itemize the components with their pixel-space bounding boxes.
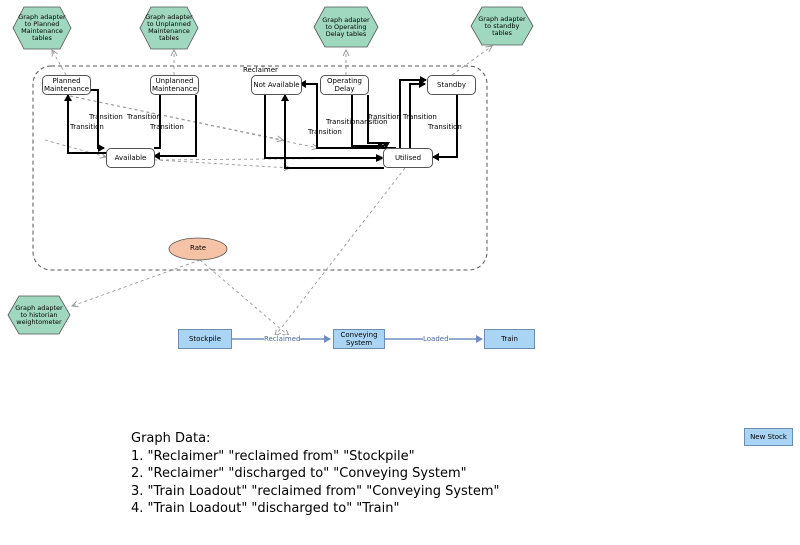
notes-line: 4. "Train Loadout" "discharged to" "Trai… — [131, 501, 400, 516]
stockpile-box[interactable]: Stockpile — [178, 329, 232, 349]
state-utilised[interactable]: Utilised — [383, 148, 433, 168]
state-not-available[interactable]: Not Available — [251, 75, 302, 95]
state-standby[interactable]: Standby — [427, 75, 476, 95]
state-planned-maintenance[interactable]: Planned Maintenance — [42, 75, 91, 95]
notes-line: 2. "Reclaimer" "discharged to" "Conveyin… — [131, 466, 467, 481]
adapter-planned-label: Graph adapter to Planned Maintenance tab… — [18, 13, 66, 42]
adapter-standby-label: Graph adapter to standby tables — [478, 14, 526, 37]
transition-label: Transition — [89, 113, 123, 121]
adapter-unplanned-label: Graph adapter to Unplanned Maintenance t… — [145, 13, 193, 42]
adapter-planned-maintenance: Graph adapter to Planned Maintenance tab… — [10, 5, 74, 51]
transition-label: Transition — [428, 123, 462, 131]
adapter-hexagons — [7, 6, 534, 335]
notes-title: Graph Data: — [131, 431, 211, 446]
rate-ellipse — [168, 237, 228, 261]
adapter-operating-delay: Graph adapter to Operating Delay tables — [314, 4, 378, 50]
conveying-system-box[interactable]: Conveying System — [333, 329, 385, 349]
notes-line: 1. "Reclaimer" "reclaimed from" "Stockpi… — [131, 448, 415, 464]
state-unplanned-maintenance[interactable]: Unplanned Maintenance — [150, 75, 199, 95]
loaded-edge-label: Loaded — [423, 335, 449, 343]
train-box[interactable]: Train — [484, 329, 535, 349]
notes-line: 3. "Train Loadout" "reclaimed from" "Con… — [131, 483, 500, 499]
adapter-unplanned-maintenance: Graph adapter to Unplanned Maintenance t… — [137, 5, 201, 51]
reclaimed-edge-label: Reclaimed — [264, 335, 301, 343]
adapter-historian-label: Graph adapter to historian weightometer — [15, 303, 63, 326]
adapter-operating-delay-label: Graph adapter to Operating Delay tables — [322, 15, 370, 38]
graph-data-notes: Graph Data: 1. "Reclaimer" "reclaimed fr… — [131, 430, 500, 518]
state-available[interactable]: Available — [106, 148, 155, 168]
transition-label: Transition — [308, 128, 342, 136]
transition-label: Transition — [403, 113, 437, 121]
transition-label: Transition — [127, 113, 161, 121]
new-stock-box[interactable]: New Stock — [744, 428, 793, 446]
reclaimer-group-label: Reclaimer — [243, 66, 278, 74]
transition-overlap-label: Transitionansition — [326, 118, 388, 126]
rate-label: Rate — [190, 244, 207, 252]
reclaimer-group-boundary — [32, 65, 488, 271]
adapter-historian: Graph adapter to historian weightometer — [7, 292, 71, 338]
state-operating-delay[interactable]: Operating Delay — [320, 75, 369, 95]
transition-label: Transition — [150, 123, 184, 131]
adapter-standby: Graph adapter to standby tables — [470, 3, 534, 49]
transition-label: Transition — [70, 123, 104, 131]
transition-label: Transition — [367, 113, 401, 121]
